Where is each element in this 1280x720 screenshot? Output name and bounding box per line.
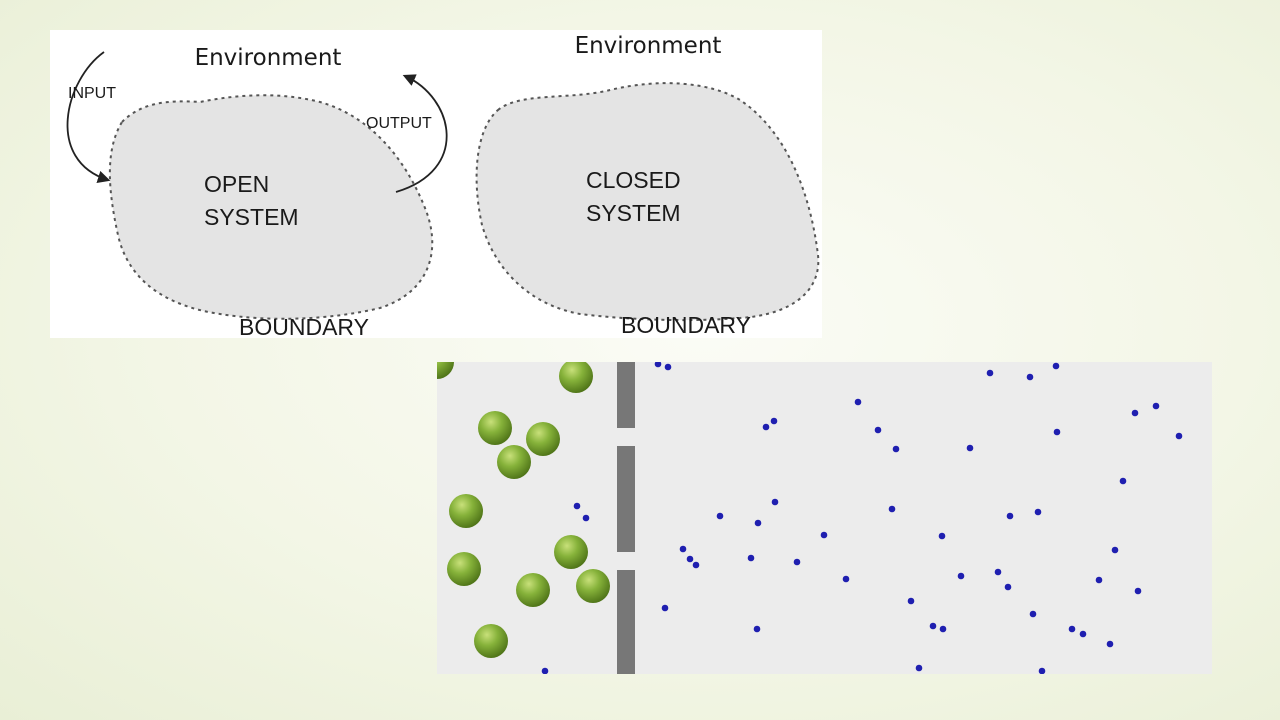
small-particle (1068, 625, 1076, 633)
small-particle (664, 363, 672, 371)
large-particle (526, 422, 560, 456)
small-particle (854, 398, 862, 406)
small-particle (1004, 583, 1012, 591)
small-particle (1131, 409, 1139, 417)
output-label: OUTPUT (366, 115, 432, 132)
membrane-segment (617, 446, 635, 552)
small-particle (1119, 477, 1127, 485)
open-system-name-line2: SYSTEM (204, 204, 299, 230)
small-particle (686, 555, 694, 563)
small-particle (966, 444, 974, 452)
membrane-segment (617, 570, 635, 674)
small-particle (762, 423, 770, 431)
small-particle (842, 575, 850, 583)
small-particle (820, 531, 828, 539)
closed-system-environment-label: Environment (575, 33, 722, 59)
membrane-segment (617, 362, 635, 428)
small-particle (692, 561, 700, 569)
small-particle (582, 514, 590, 522)
closed-system-boundary-label: BOUNDARY (621, 312, 751, 338)
large-particle (447, 552, 481, 586)
open-system-boundary-label: BOUNDARY (239, 314, 369, 338)
small-particle (986, 369, 994, 377)
small-particle (1152, 402, 1160, 410)
small-particle (541, 667, 549, 674)
small-particle (770, 417, 778, 425)
small-particle (1026, 373, 1034, 381)
small-particle (654, 362, 662, 368)
large-particle (559, 362, 593, 393)
closed-system-name-line1: CLOSED (586, 167, 681, 193)
small-particle (892, 445, 900, 453)
small-particle (754, 519, 762, 527)
large-particle (576, 569, 610, 603)
small-particle (1006, 512, 1014, 520)
open-closed-system-diagram: Environment INPUT OUTPUT OPEN SYSTEM BOU… (50, 30, 822, 338)
small-particle (1038, 667, 1046, 674)
membrane-diffusion-illustration (437, 362, 1212, 674)
small-particle (679, 545, 687, 553)
small-particle (1029, 610, 1037, 618)
small-particle (907, 597, 915, 605)
large-particle (516, 573, 550, 607)
large-particle (437, 362, 454, 379)
small-particle (747, 554, 755, 562)
large-particle (474, 624, 508, 658)
small-particle (938, 532, 946, 540)
output-arrow (395, 74, 448, 193)
small-particle (915, 664, 923, 672)
open-system-name-line1: OPEN (204, 171, 269, 197)
large-particle (478, 411, 512, 445)
small-particle (1079, 630, 1087, 638)
small-particle (1053, 428, 1061, 436)
small-particle (716, 512, 724, 520)
closed-system-blob (475, 82, 820, 322)
small-particle (753, 625, 761, 633)
small-particle (1134, 587, 1142, 595)
small-particle (957, 572, 965, 580)
small-particle (771, 498, 779, 506)
small-particle (793, 558, 801, 566)
closed-system-name-line2: SYSTEM (586, 200, 681, 226)
small-particle (661, 604, 669, 612)
small-particle (939, 625, 947, 633)
small-particle (1052, 362, 1060, 370)
small-particle (1095, 576, 1103, 584)
input-arrow (66, 51, 111, 183)
small-particle (573, 502, 581, 510)
small-particle (1034, 508, 1042, 516)
small-particle (929, 622, 937, 630)
large-particle (554, 535, 588, 569)
small-particle (874, 426, 882, 434)
small-particle (1175, 432, 1183, 440)
small-particle (888, 505, 896, 513)
small-particle (994, 568, 1002, 576)
large-particle (449, 494, 483, 528)
large-particle (497, 445, 531, 479)
small-particle (1106, 640, 1114, 648)
small-particle (1111, 546, 1119, 554)
open-system-environment-label: Environment (195, 45, 342, 71)
input-label: INPUT (68, 85, 116, 102)
open-system-blob (108, 94, 434, 320)
